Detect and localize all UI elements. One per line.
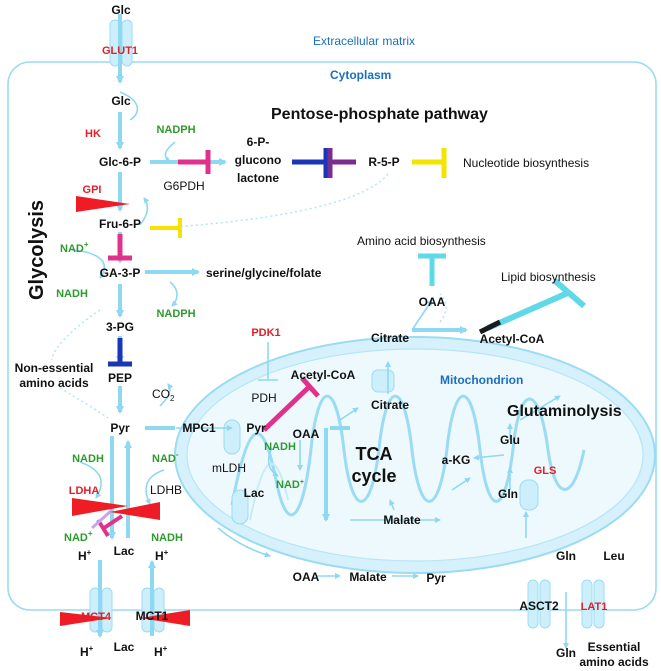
nucleotide-biosynthesis: Nucleotide biosynthesis [463, 156, 589, 170]
co2: CO2 [152, 387, 175, 403]
glc-extracellular: Glc [111, 3, 131, 17]
mitochondrion [174, 336, 656, 574]
3-pg: 3-PG [106, 320, 134, 334]
h-plus-left: H+ [78, 548, 92, 563]
nad-minus: NAD- [152, 450, 179, 465]
6-p-gluconolactone-line3: lactone [237, 171, 279, 185]
oaa-mitochondrion: OAA [293, 427, 320, 441]
asct2-enzyme: ASCT2 [519, 599, 559, 613]
nadh-ldhb: NADH [151, 532, 183, 544]
gpi-enzyme: GPI [83, 184, 102, 196]
leu: Leu [603, 549, 624, 563]
mldh-enzyme: mLDH [212, 461, 246, 475]
pyr-mitochondrion: Pyr [246, 421, 266, 435]
lat1-transporter [581, 579, 605, 629]
nad-plus-left: NAD+ [60, 240, 89, 255]
mct1-enzyme: MCT1 [136, 609, 169, 623]
nadh-left: NADH [56, 288, 88, 300]
pyr-cytoplasm: Pyr [110, 421, 130, 435]
pep: PEP [108, 371, 132, 385]
h-plus-out-left: H+ [80, 644, 94, 659]
tca-title-line2: cycle [351, 466, 396, 486]
lac-extracellular: Lac [114, 640, 135, 654]
pathway-arrows [176, 299, 569, 649]
cytoplasm-label: Cytoplasm [330, 68, 391, 82]
non-essential-amino-acids-line1: Non-essential [15, 361, 94, 375]
acetyl-coa-mitochondrion: Acetyl-CoA [291, 368, 356, 382]
nadh-ldha: NADH [72, 453, 104, 465]
glycolysis-title: Glycolysis [26, 200, 48, 300]
gls-enzyme: GLS [534, 465, 557, 477]
red-enzyme-arrows [60, 196, 190, 626]
glut1-transporter [109, 19, 133, 67]
lac-cytoplasm: Lac [114, 544, 135, 558]
inhibition-bars [90, 148, 586, 538]
pdk1-enzyme: PDK1 [251, 327, 280, 339]
essential-amino-acids-line1: Essential [588, 640, 641, 654]
citrate-mitochondrion: Citrate [371, 398, 409, 412]
h-plus-right: H+ [155, 548, 169, 563]
hk-enzyme: HK [85, 128, 101, 140]
nad-mitochondrion: NAD+ [276, 479, 304, 491]
glutaminolysis-title: Glutaminolysis [507, 403, 622, 420]
mpc1-enzyme: MPC1 [182, 421, 216, 435]
nadph-mid: NADPH [156, 308, 195, 320]
mct4-enzyme: MCT4 [81, 611, 112, 623]
r-5-p: R-5-P [368, 155, 399, 169]
essential-amino-acids-line2: amino acids [579, 655, 649, 669]
6-p-gluconolactone-line2: glucono [235, 153, 282, 167]
nadh-mitochondrion: NADH [264, 441, 296, 453]
fru-6-p: Fru-6-P [99, 217, 141, 231]
lat1-enzyme: LAT1 [581, 601, 608, 613]
malate-mitochondrion: Malate [383, 513, 421, 527]
oaa-cytoplasm: OAA [419, 295, 446, 309]
pyr-bottom: Pyr [426, 571, 446, 585]
glut1-enzyme: GLUT1 [102, 45, 138, 57]
malate-bottom: Malate [349, 570, 387, 584]
tca-title-line1: TCA [356, 444, 393, 464]
lac-mitochondrion: Lac [244, 486, 265, 500]
cofactor-curls [71, 91, 279, 505]
nadph-top: NADPH [156, 124, 195, 136]
lipid-biosynthesis: Lipid biosynthesis [501, 270, 596, 284]
glc-6-p: Glc-6-P [99, 155, 141, 169]
serine-glycine-folate: serine/glycine/folate [206, 266, 322, 280]
6-p-gluconolactone-line1: 6-P- [247, 135, 270, 149]
citrate-cytoplasm: Citrate [371, 331, 409, 345]
non-essential-amino-acids-line2: amino acids [19, 376, 89, 390]
glc-cytoplasm: Glc [111, 94, 131, 108]
h-plus-out-right: H+ [154, 644, 168, 659]
amino-acid-biosynthesis: Amino acid biosynthesis [357, 234, 486, 248]
ldhb-enzyme: LDHB [150, 483, 182, 497]
gln-extracellular: Gln [556, 646, 576, 660]
g6pdh-enzyme: G6PDH [163, 179, 204, 193]
glu: Glu [500, 433, 520, 447]
acetyl-coa-cytoplasm: Acetyl-CoA [480, 332, 545, 346]
ldha-enzyme: LDHA [69, 485, 100, 497]
pdh-enzyme: PDH [251, 391, 276, 405]
gln-mitochondrion: Gln [498, 487, 518, 501]
nad-plus-ldha: NAD+ [64, 529, 93, 544]
ga-3-p: GA-3-P [100, 266, 141, 280]
extracellular-label: Extracellular matrix [313, 34, 415, 48]
asct2-transporter [527, 579, 551, 629]
a-kg: a-KG [442, 453, 471, 467]
oaa-bottom: OAA [293, 570, 320, 584]
dotted-connections [51, 173, 447, 419]
gln-cytoplasm: Gln [556, 549, 576, 563]
mitochondrion-label: Mitochondrion [440, 373, 523, 387]
ppp-title: Pentose-phosphate pathway [271, 106, 488, 123]
